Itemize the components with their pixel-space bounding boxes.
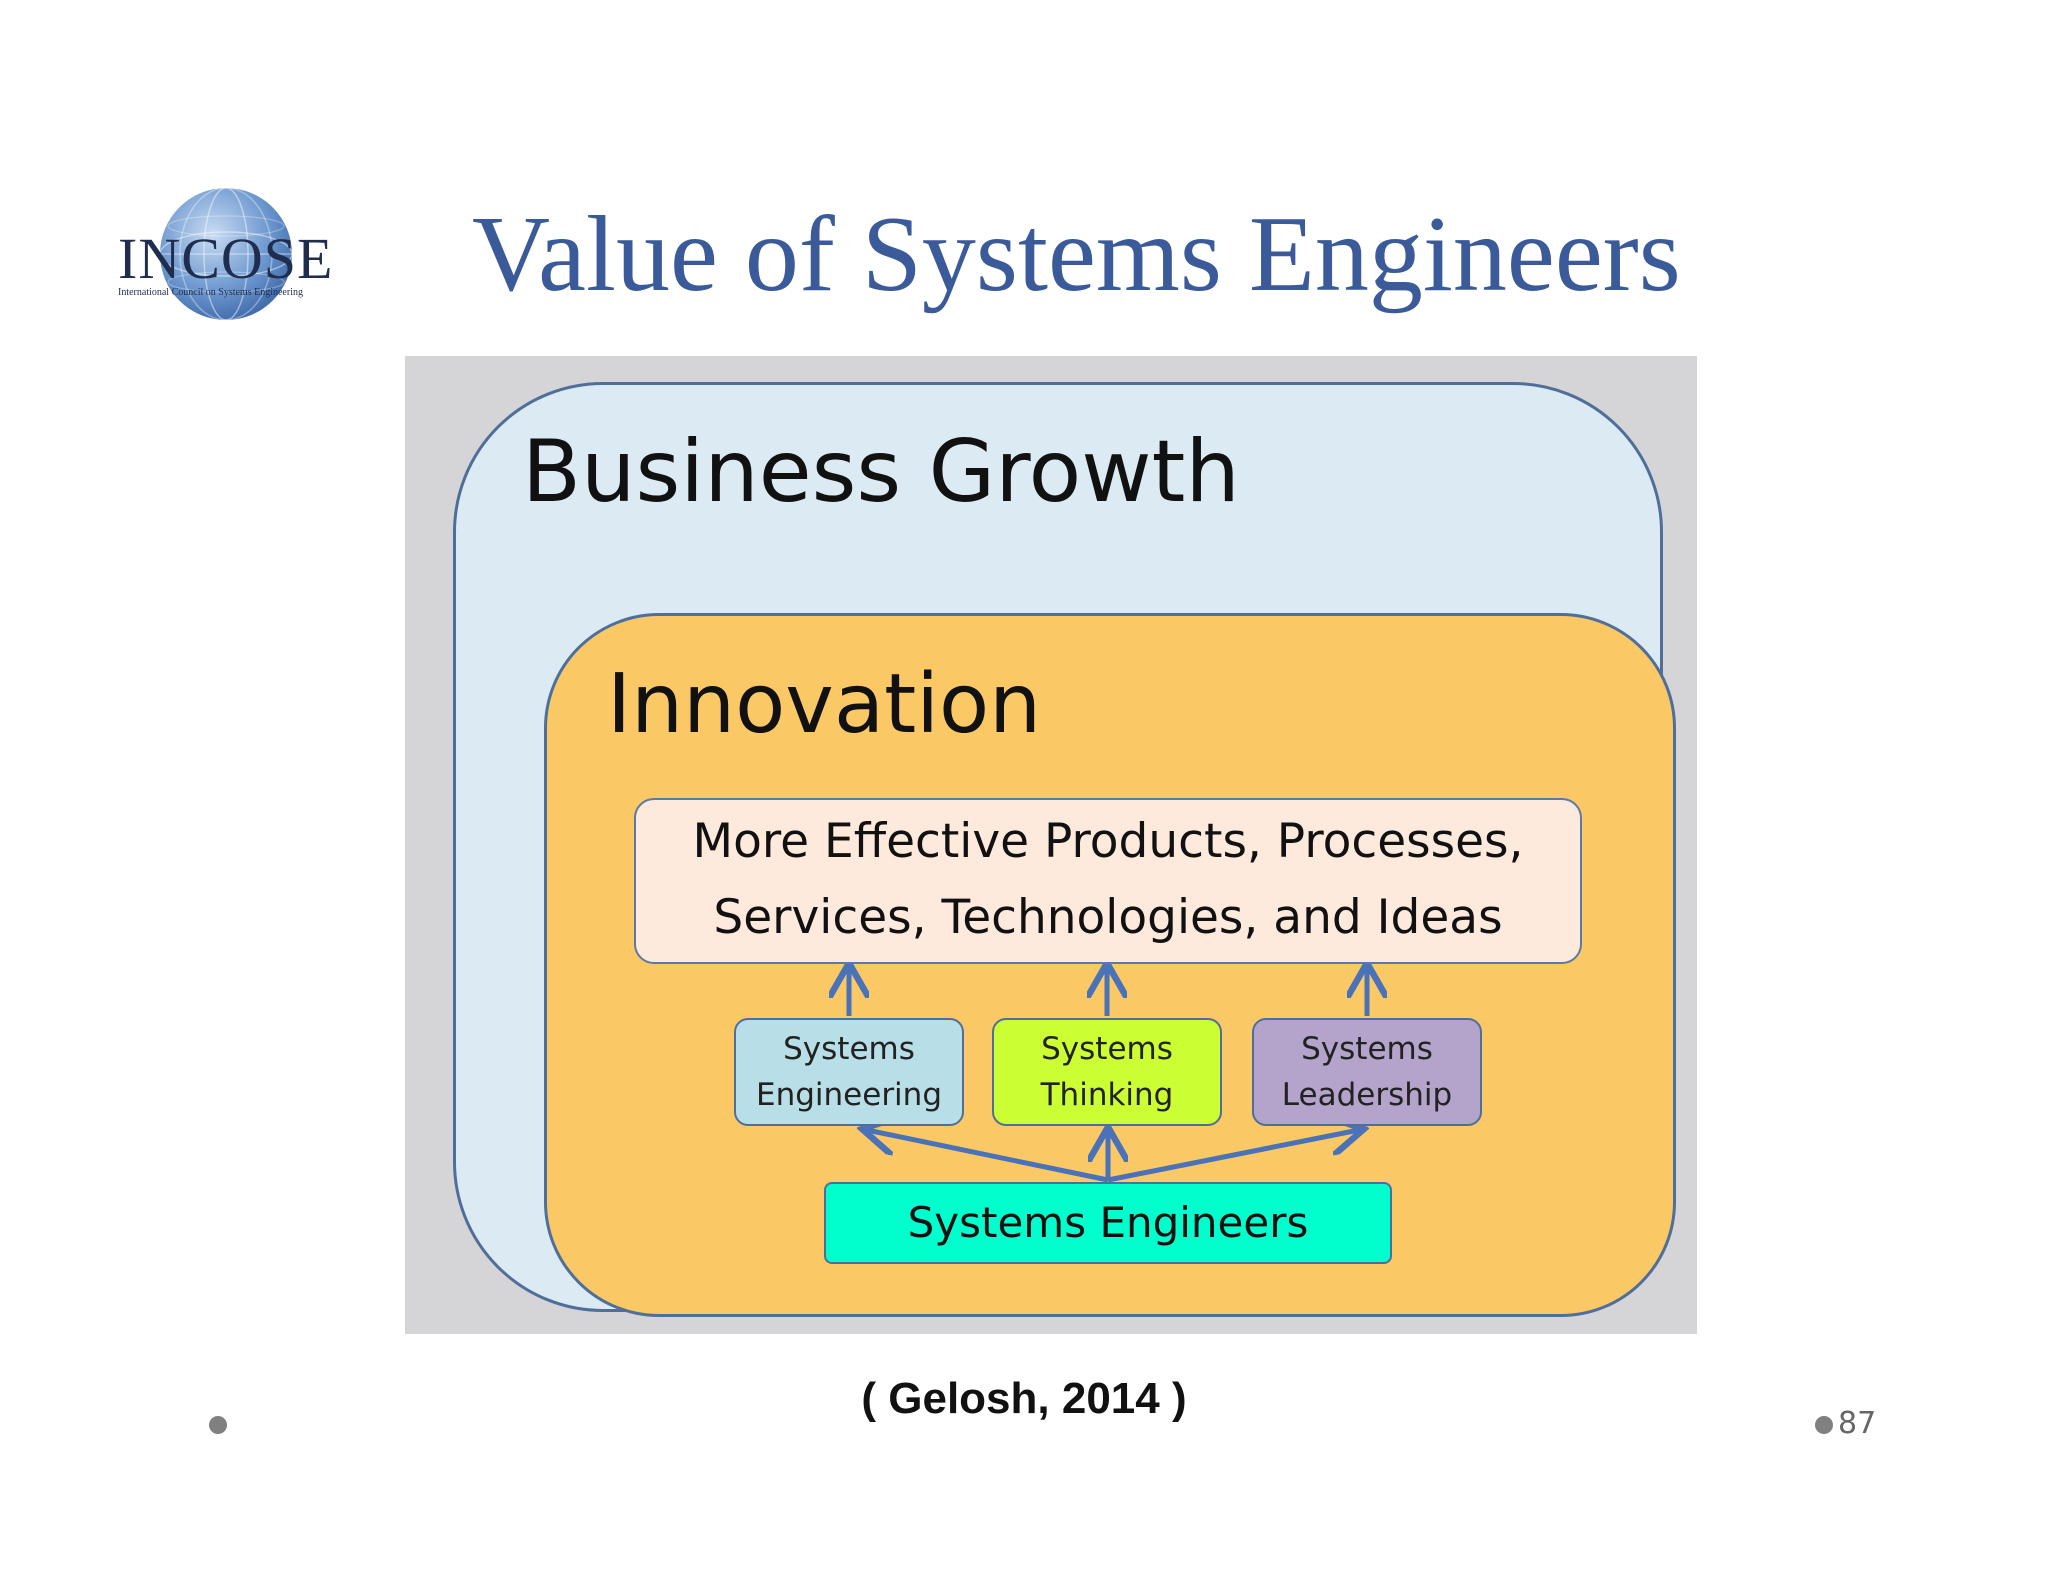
outcomes-line-1: More Effective Products, Processes, — [692, 814, 1524, 869]
incose-logo: INCOSE International Council on Systems … — [112, 186, 344, 326]
business-growth-label: Business Growth — [522, 422, 1240, 522]
systems-leadership-box: Systems Leadership — [1252, 1018, 1482, 1126]
capability-line-2: Engineering — [756, 1077, 942, 1113]
bullet-dot-left — [209, 1416, 227, 1434]
outcomes-box: More Effective Products, Processes, Serv… — [634, 798, 1582, 964]
capability-line-2: Thinking — [1040, 1077, 1174, 1113]
globe-icon — [159, 187, 293, 321]
arrow-engineers-to-leadership — [1107, 1130, 1359, 1183]
citation: ( Gelosh, 2014 ) — [861, 1374, 1187, 1423]
logo-subtitle: International Council on Systems Enginee… — [118, 287, 303, 298]
bullet-dot-right — [1815, 1416, 1833, 1434]
capability-line-1: Systems — [783, 1031, 915, 1067]
capability-line-1: Systems — [1041, 1031, 1173, 1067]
diagram: Business Growth Innovation — [405, 356, 1697, 1334]
systems-thinking-box: Systems Thinking — [992, 1018, 1222, 1126]
slide-title: Value of Systems Engineers — [472, 195, 1681, 314]
arrow-engineers-to-engineering — [867, 1130, 1109, 1183]
capability-line-2: Leadership — [1281, 1077, 1453, 1113]
outcomes-line-2: Services, Technologies, and Ideas — [713, 890, 1503, 945]
systems-engineering-box: Systems Engineering — [734, 1018, 964, 1126]
capability-line-1: Systems — [1301, 1031, 1433, 1067]
business-growth-region: Business Growth Innovation — [453, 382, 1676, 1317]
systems-engineers-box: Systems Engineers — [824, 1182, 1392, 1264]
page-number: 87 — [1838, 1406, 1877, 1441]
innovation-region: Innovation — [544, 613, 1676, 1317]
logo-text: INCOSE — [118, 226, 334, 291]
innovation-label: Innovation — [607, 657, 1042, 752]
